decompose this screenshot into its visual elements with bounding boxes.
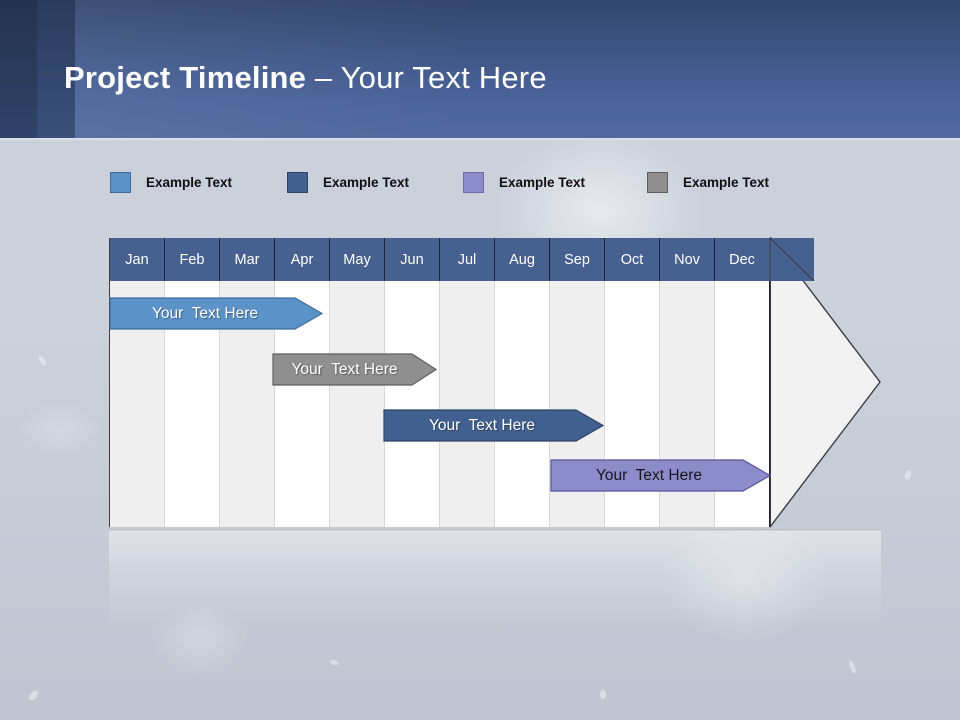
column-divider: [329, 281, 330, 527]
legend-swatch-dark-blue: [287, 171, 308, 193]
title-band: [0, 0, 960, 138]
task-bar-2[interactable]: Your Text Here: [272, 353, 438, 386]
task-bar-3[interactable]: Your Text Here: [383, 409, 605, 442]
background-speck: [27, 689, 40, 702]
title-underline: [0, 138, 960, 141]
task-bar-1[interactable]: Your Text Here: [109, 297, 324, 330]
month-header-apr[interactable]: Apr: [275, 238, 330, 281]
month-header-feb[interactable]: Feb: [165, 238, 220, 281]
timeline-column-jan: Jan: [110, 238, 165, 527]
task-bar-4[interactable]: Your Text Here: [550, 459, 772, 492]
background-speck: [847, 659, 858, 675]
background-speck: [37, 354, 48, 368]
legend-item-2[interactable]: Example Text: [287, 168, 409, 196]
month-header-may[interactable]: May: [330, 238, 385, 281]
timeline-column-jul: Jul: [440, 238, 495, 527]
legend: Example Text Example Text Example Text E…: [0, 168, 960, 196]
legend-label-1: Example Text: [146, 174, 233, 190]
background-speck: [329, 658, 340, 667]
column-divider: [384, 281, 385, 527]
column-divider: [494, 281, 495, 527]
timeline-arrowhead: [770, 237, 881, 528]
title-band-sheen: [75, 0, 960, 138]
month-header-jun[interactable]: Jun: [385, 238, 440, 281]
page-title-bold: Project Timeline: [64, 60, 307, 95]
title-band-accent-dark: [0, 0, 37, 138]
column-divider: [274, 281, 275, 527]
chart-reflection: [109, 529, 881, 625]
background-speck: [903, 469, 913, 481]
page-title-subtitle: – Your Text Here: [306, 60, 547, 95]
column-divider: [659, 281, 660, 527]
legend-item-4[interactable]: Example Text: [647, 168, 769, 196]
column-divider: [714, 281, 715, 527]
timeline-column-aug: Aug: [495, 238, 550, 527]
legend-item-3[interactable]: Example Text: [463, 168, 585, 196]
title-band-accent-mid: [37, 0, 75, 138]
column-divider: [769, 281, 770, 527]
column-divider: [439, 281, 440, 527]
timeline-column-mar: Mar: [220, 238, 275, 527]
legend-swatch-gray: [647, 171, 668, 193]
column-divider: [164, 281, 165, 527]
month-header-jan[interactable]: Jan: [110, 238, 165, 281]
month-header-mar[interactable]: Mar: [220, 238, 275, 281]
legend-item-1[interactable]: Example Text: [110, 168, 232, 196]
legend-swatch-purple: [463, 171, 484, 193]
column-divider: [549, 281, 550, 527]
timeline-column-feb: Feb: [165, 238, 220, 527]
legend-label-4: Example Text: [683, 174, 770, 190]
legend-label-2: Example Text: [323, 174, 410, 190]
timeline-chart: Jan Feb Mar Apr May Jun Jul Aug Sep Oct …: [109, 237, 881, 528]
month-header-nov[interactable]: Nov: [660, 238, 715, 281]
month-header-aug[interactable]: Aug: [495, 238, 550, 281]
timeline-header-tail: [769, 238, 815, 281]
legend-label-3: Example Text: [499, 174, 586, 190]
month-header-dec[interactable]: Dec: [715, 238, 770, 281]
month-header-jul[interactable]: Jul: [440, 238, 495, 281]
month-header-oct[interactable]: Oct: [605, 238, 660, 281]
column-divider: [219, 281, 220, 527]
page-title: Project Timeline – Your Text Here: [64, 60, 547, 96]
month-header-sep[interactable]: Sep: [550, 238, 605, 281]
chart-baseline: [109, 529, 881, 531]
column-divider: [604, 281, 605, 527]
legend-swatch-light-blue: [110, 171, 131, 193]
header-tail-mask: [814, 238, 881, 281]
background-speck: [600, 690, 606, 699]
